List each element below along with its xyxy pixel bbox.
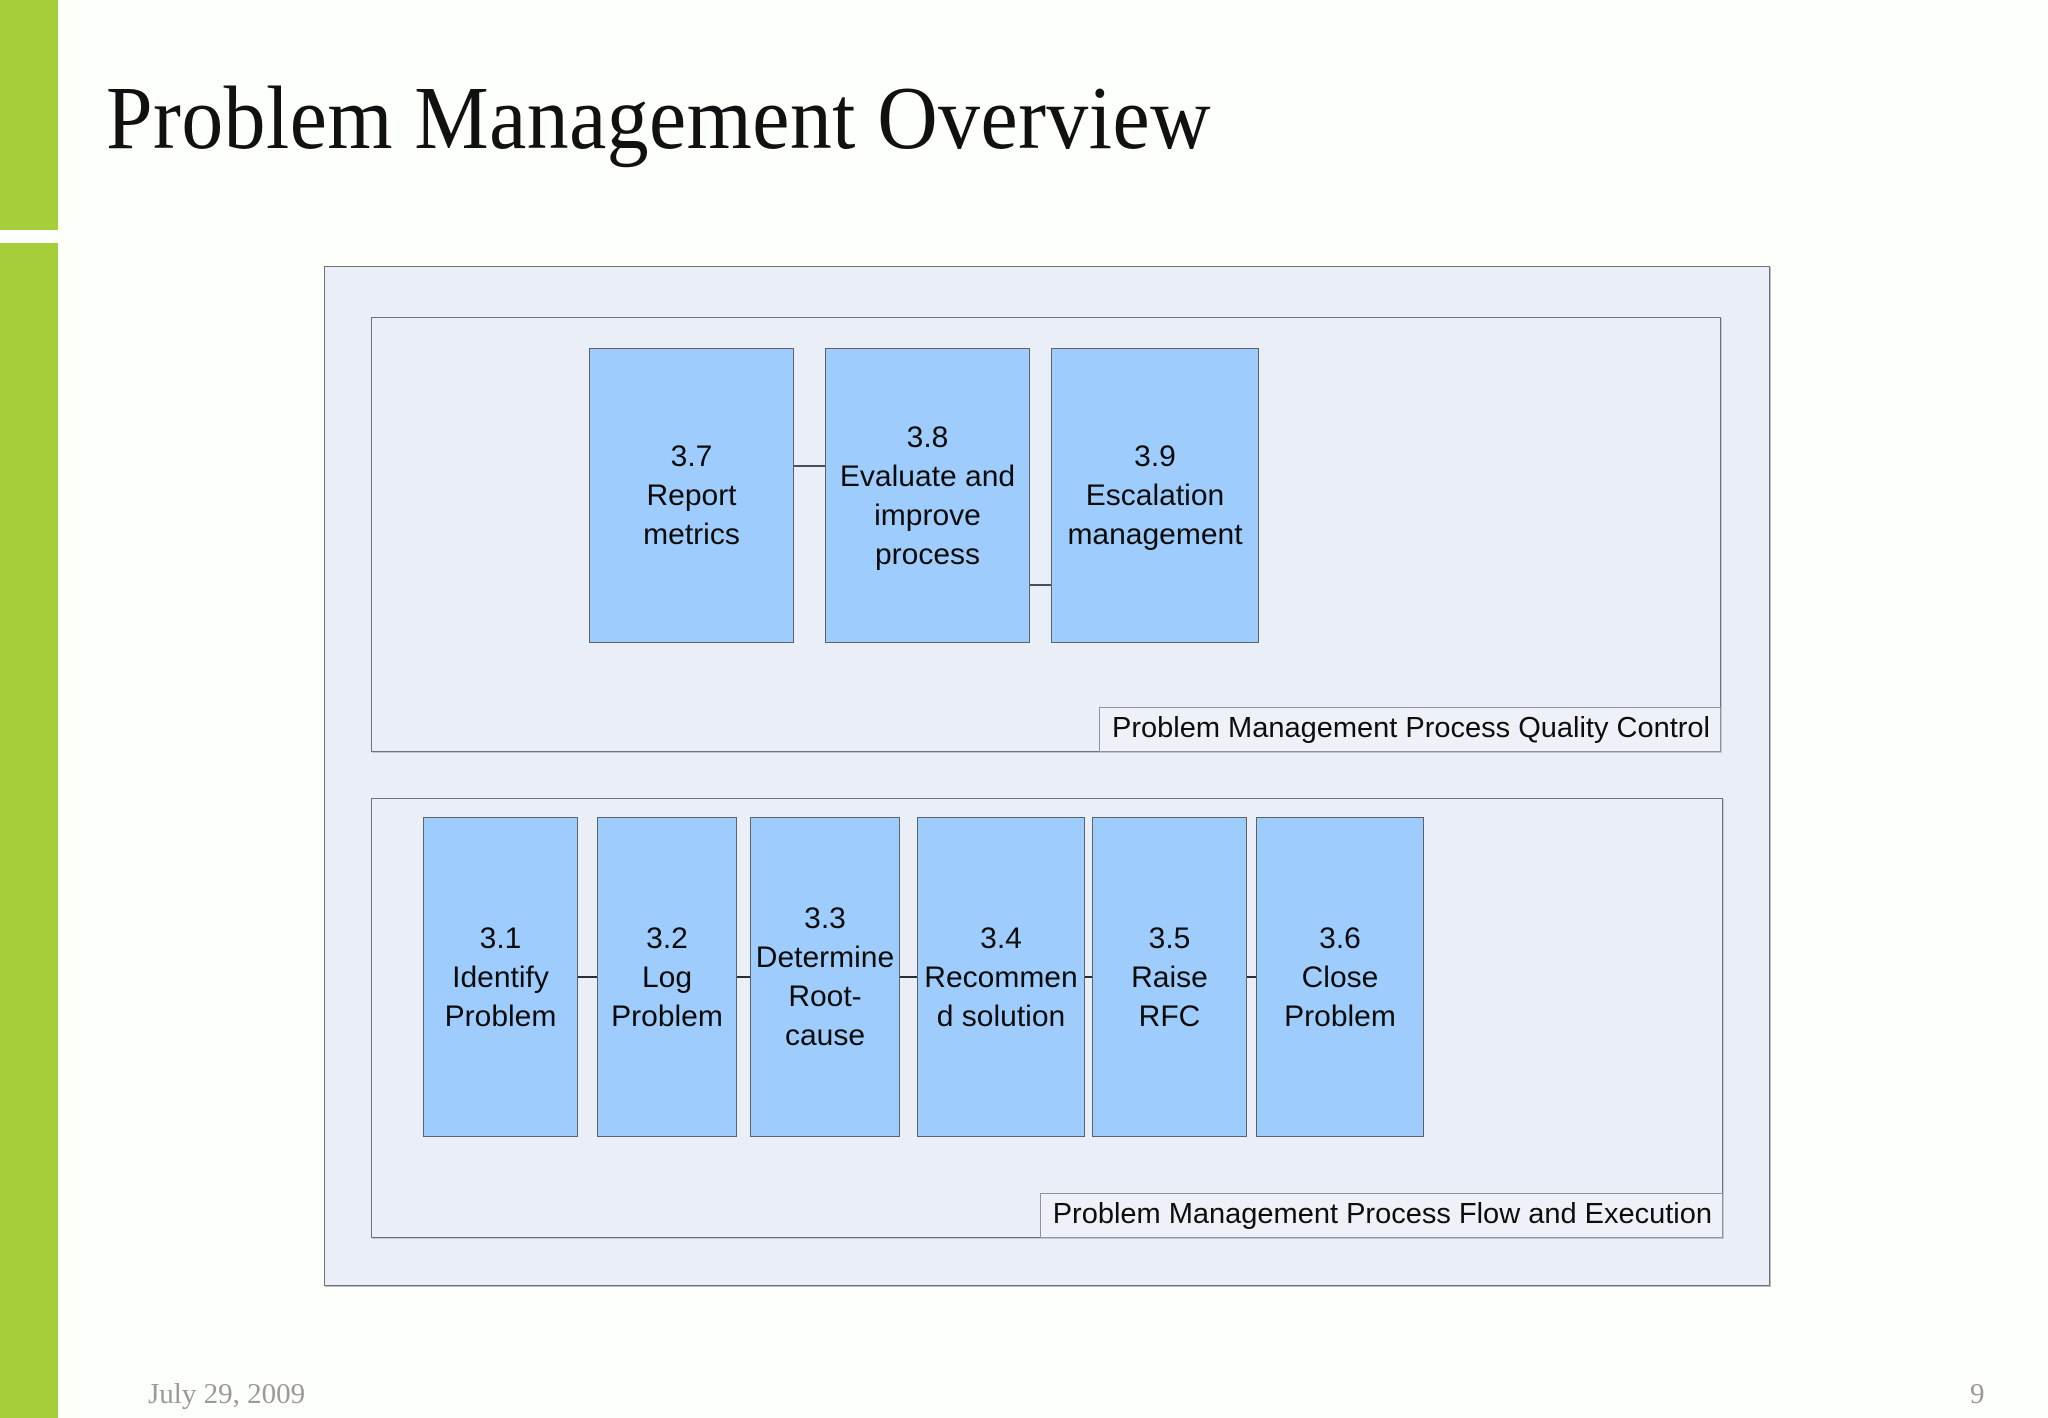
process-box-3-2[interactable]: 3.2 Log Problem — [597, 817, 737, 1137]
process-box-3-5-line-1: Raise — [1131, 960, 1208, 994]
process-box-3-4[interactable]: 3.4 Recommen d solution — [917, 817, 1085, 1137]
accent-bar-top — [0, 0, 58, 230]
process-box-3-7-line-1: Report — [646, 479, 737, 512]
process-box-3-4-line-2: d solution — [936, 999, 1066, 1033]
process-box-3-4-line-1: Recommen — [924, 960, 1078, 994]
lane-caption-flow-execution: Problem Management Process Flow and Exec… — [1039, 1192, 1723, 1238]
lane-quality-control: 3.7 Report metrics 3.8 Evaluate and impr… — [371, 317, 1721, 752]
process-box-3-1-line-1: Identify — [452, 960, 549, 994]
process-box-3-1-line-2: Problem — [444, 999, 557, 1033]
process-box-3-4-line-0: 3.4 — [980, 921, 1022, 955]
process-box-3-8-line-1: Evaluate and — [839, 459, 1016, 493]
process-box-3-2-line-2: Problem — [611, 999, 723, 1033]
process-box-3-2-line-0: 3.2 — [646, 921, 688, 955]
process-box-3-8[interactable]: 3.8 Evaluate and improve process — [825, 348, 1030, 643]
process-box-3-8-line-0: 3.8 — [906, 420, 949, 454]
process-box-3-9-line-1: Escalation — [1085, 479, 1225, 512]
process-box-3-1[interactable]: 3.1 Identify Problem — [423, 817, 578, 1137]
process-box-3-1-line-0: 3.1 — [479, 921, 522, 955]
process-box-3-9[interactable]: 3.9 Escalation management — [1051, 348, 1259, 643]
process-box-3-3-line-0: 3.3 — [804, 902, 846, 935]
diagram-container: 3.7 Report metrics 3.8 Evaluate and impr… — [324, 266, 1770, 1286]
process-box-3-3[interactable]: 3.3 Determine Root- cause — [750, 817, 900, 1137]
process-box-3-3-line-1: Determine — [755, 941, 895, 974]
lane-caption-quality-control: Problem Management Process Quality Contr… — [1099, 706, 1721, 752]
accent-bar-bottom — [0, 243, 58, 1418]
process-box-3-7-line-0: 3.7 — [670, 440, 713, 473]
footer-date: July 29, 2009 — [148, 1378, 306, 1410]
process-box-3-3-line-2: Root- — [788, 980, 862, 1013]
process-box-3-8-line-2: improve — [874, 498, 981, 532]
process-box-3-3-line-3: cause — [784, 1019, 866, 1052]
process-box-3-6[interactable]: 3.6 Close Problem — [1256, 817, 1424, 1137]
process-box-3-8-line-3: process — [874, 537, 981, 571]
process-box-3-6-line-2: Problem — [1284, 999, 1396, 1033]
process-box-3-5[interactable]: 3.5 Raise RFC — [1092, 817, 1247, 1137]
process-box-3-2-line-1: Log — [641, 960, 693, 994]
process-box-3-7-line-2: metrics — [643, 518, 740, 551]
process-box-3-6-line-1: Close — [1301, 960, 1379, 994]
process-box-3-9-line-2: management — [1067, 518, 1243, 551]
process-box-3-7[interactable]: 3.7 Report metrics — [589, 348, 794, 643]
lane-flow-execution: 3.1 Identify Problem 3.2 Log Problem 3.3… — [371, 798, 1723, 1238]
process-box-3-6-line-0: 3.6 — [1319, 921, 1361, 955]
process-box-3-5-line-2: RFC — [1138, 999, 1201, 1033]
footer-page-number: 9 — [1970, 1378, 1985, 1410]
process-box-3-5-line-0: 3.5 — [1148, 921, 1191, 955]
process-box-3-9-line-0: 3.9 — [1134, 440, 1176, 473]
page-title: Problem Management Overview — [106, 69, 1211, 168]
